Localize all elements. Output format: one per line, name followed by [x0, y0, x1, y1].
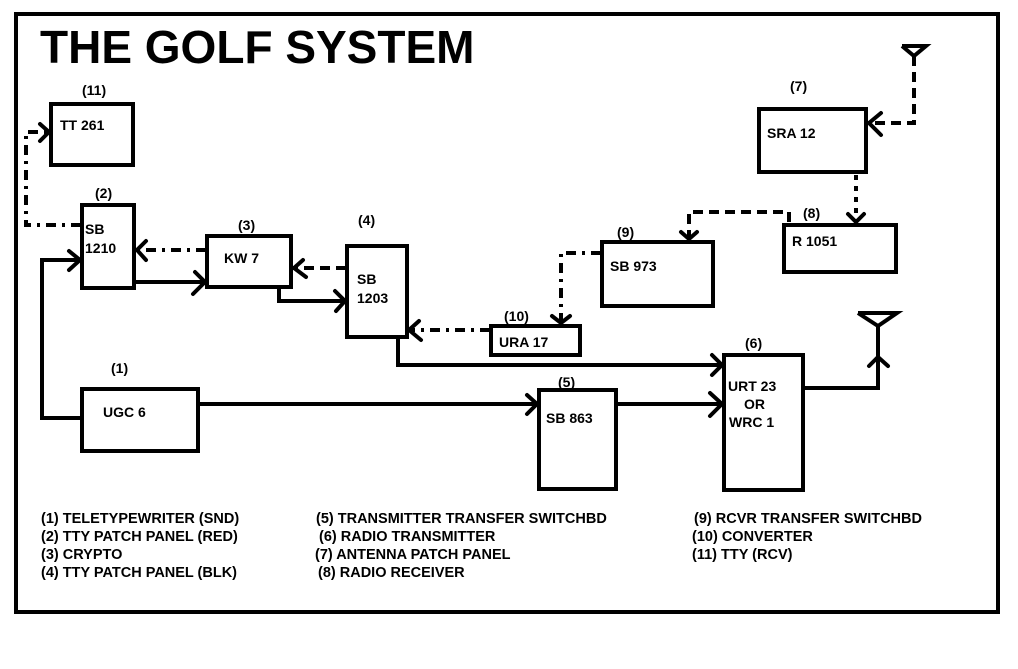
line-ugc6-to-sb1210 [40, 258, 81, 420]
diagram-frame [14, 12, 1000, 614]
component-sb973: (9) SB 973 [600, 224, 715, 308]
transmit-antenna-icon [856, 311, 904, 329]
component-number: (1) [111, 360, 128, 376]
component-label: SB 863 [546, 410, 593, 426]
component-sb1210: (2) SB 1210 [80, 185, 136, 290]
component-tt261: (11) TT 261 [49, 82, 135, 167]
box-ugc6 [80, 387, 200, 453]
line-sb1210-to-tt261 [24, 130, 81, 227]
component-sb863: (5) SB 863 [537, 374, 618, 491]
line-urt23-to-antenna [804, 326, 880, 390]
component-label: 1203 [357, 290, 388, 306]
line-antenna-to-sra12 [868, 56, 916, 125]
component-label: URT 23 [728, 378, 776, 394]
component-label: SB 973 [610, 258, 657, 274]
legend-item: (6) RADIO TRANSMITTER [319, 529, 496, 545]
arrowhead-antenna-up [867, 354, 890, 368]
component-label: SB [357, 271, 376, 287]
component-number: (10) [504, 308, 529, 324]
box-tt261 [49, 102, 135, 167]
component-label: SRA 12 [767, 125, 816, 141]
component-label: WRC 1 [729, 414, 774, 430]
legend-item: (9) RCVR TRANSFER SWITCHBD [694, 511, 922, 527]
legend-item: (1) TELETYPEWRITER (SND) [41, 511, 239, 527]
component-label: 1210 [85, 240, 116, 256]
arrowhead-ura17-in [550, 314, 572, 326]
component-number: (8) [803, 205, 820, 221]
box-sb973 [600, 240, 715, 308]
legend-item: (3) CRYPTO [41, 547, 122, 563]
component-number: (4) [358, 212, 375, 228]
diagram-title: THE GOLF SYSTEM [40, 21, 474, 73]
component-number: (3) [238, 217, 255, 233]
legend-item: (7) ANTENNA PATCH PANEL [315, 547, 511, 563]
line-sb1203-to-urt23 [396, 337, 722, 367]
arrowhead-sra12-in [866, 111, 883, 137]
box-sb1203 [345, 244, 409, 339]
legend-item: (11) TTY (RCV) [692, 547, 793, 563]
legend-item: (5) TRANSMITTER TRANSFER SWITCHBD [316, 511, 607, 527]
component-kw7: (3) KW 7 [205, 217, 293, 289]
legend-item: (2) TTY PATCH PANEL (RED) [41, 529, 238, 545]
receive-antenna-icon [900, 44, 932, 59]
component-number: (11) [82, 82, 106, 98]
box-ura17 [489, 324, 582, 357]
box-urt23 [722, 353, 805, 492]
component-sra12: (7) SRA 12 [757, 78, 868, 174]
legend: (1) TELETYPEWRITER (SND) (2) TTY PATCH P… [41, 511, 922, 581]
component-sb1203: (4) SB 1203 [345, 212, 409, 339]
box-r1051 [782, 223, 898, 274]
component-ugc6: (1) UGC 6 [80, 360, 200, 453]
component-label: URA 17 [499, 334, 548, 350]
component-number: (5) [558, 374, 575, 390]
component-number: (6) [745, 335, 762, 351]
component-label: OR [744, 396, 765, 412]
legend-item: (10) CONVERTER [692, 529, 813, 545]
component-number: (9) [617, 224, 634, 240]
arrowhead-kw7-from-sb1203 [290, 258, 308, 279]
legend-item: (8) RADIO RECEIVER [318, 565, 465, 581]
box-kw7 [205, 234, 293, 289]
component-r1051: (8) R 1051 [782, 205, 898, 274]
component-number: (7) [790, 78, 807, 94]
component-urt23: (6) URT 23 OR WRC 1 [722, 335, 805, 492]
component-label: R 1051 [792, 233, 837, 249]
component-ura17: (10) URA 17 [489, 308, 582, 357]
component-label: UGC 6 [103, 404, 146, 420]
box-sra12 [757, 107, 868, 174]
arrowhead-sb973-in [679, 230, 699, 242]
line-kw7-to-sb1203 [277, 287, 345, 303]
box-sb1210 [80, 203, 136, 290]
legend-item: (4) TTY PATCH PANEL (BLK) [41, 565, 237, 581]
component-label: SB [85, 221, 104, 237]
arrowhead-r1051-in [846, 212, 866, 225]
component-label: TT 261 [60, 117, 105, 133]
line-sb973-to-ura17 [559, 251, 601, 323]
line-r1051-to-sb973 [687, 210, 791, 239]
box-sb863 [537, 388, 618, 491]
component-label: KW 7 [224, 250, 259, 266]
arrowhead-sb1210-from-kw7 [134, 239, 148, 262]
component-number: (2) [95, 185, 112, 201]
